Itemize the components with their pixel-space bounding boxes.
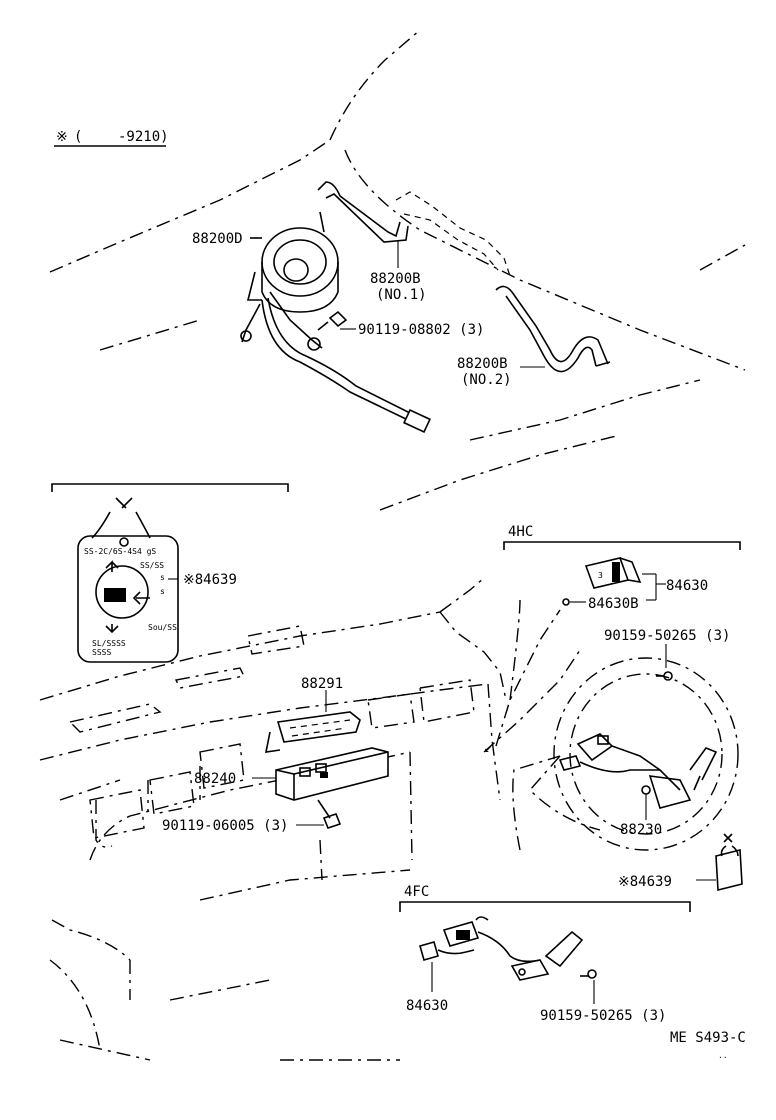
body-outline-top [49, 29, 746, 511]
svg-text:SS-2C/6S-4S4 gS: SS-2C/6S-4S4 gS [84, 547, 156, 556]
svg-text:s: s [160, 573, 165, 582]
label-88200b-no1-sub: (NO.1) [376, 287, 427, 303]
screw-90159-50265-top: 90159-50265 (3) [604, 628, 730, 681]
header-note-open: ( [74, 129, 82, 145]
steering-wheel: ↙ [483, 609, 739, 851]
svg-text:..: .. [718, 1051, 728, 1060]
screw-84630b: 84630B [562, 596, 639, 612]
hose-88200b-no1: 88200B (NO.1) [317, 181, 511, 303]
screw-90159-50265-bottom: 90159-50265 (3) [540, 969, 666, 1024]
header-note-symbol: ※ [56, 129, 68, 145]
label-88200b-no2-sub: (NO.2) [461, 372, 512, 388]
section-4hc: 4HC [503, 524, 741, 550]
label-88200d: 88200D [192, 231, 243, 247]
label-bolt-90119-08802: 90119-08802 (3) [358, 322, 484, 338]
label-88240: 88240 [194, 771, 236, 787]
label-84630b: 84630B [588, 596, 639, 612]
svg-text:SSSS: SSSS [92, 648, 111, 657]
caution-tag-84639-top: SS-2C/6S-4S4 gS SS/SS s s Sou/SS SL/SSSS… [51, 483, 289, 663]
svg-text:SL/SSSS: SL/SSSS [92, 639, 126, 648]
label-bolt-90119-06005: 90119-06005 (3) [162, 818, 288, 834]
label-tag-84639-bottom: ※84639 [618, 874, 672, 890]
caution-tag-84639-bottom: ※84639 [618, 833, 743, 892]
label-section-4fc: 4FC [404, 884, 429, 900]
harness-88230: 88230 [558, 733, 718, 838]
label-screw-90159-50265-bottom: 90159-50265 (3) [540, 1008, 666, 1024]
svg-text:3: 3 [598, 571, 603, 580]
bolt-90119-08802: 90119-08802 (3) [317, 310, 484, 338]
header-note: ※ ( -9210) [54, 129, 169, 147]
svg-text:s: s [160, 587, 165, 596]
header-note-code: -9210) [118, 129, 169, 145]
label-screw-90159-50265-top: 90159-50265 (3) [604, 628, 730, 644]
label-88200b-no2: 88200B [457, 356, 508, 372]
bracket-88291: 88291 [264, 676, 361, 753]
switch-84630-bottom: 84630 [406, 916, 584, 1014]
label-84630-top: 84630 [666, 578, 708, 594]
label-88291: 88291 [301, 676, 343, 692]
bolt-90119-06005: 90119-06005 (3) [162, 799, 342, 834]
label-88200b-no1: 88200B [370, 271, 421, 287]
label-section-4hc: 4HC [508, 524, 533, 540]
label-84630-bottom: 84630 [406, 998, 448, 1014]
svg-text:Sou/SS: Sou/SS [148, 623, 177, 632]
hose-88200b-no2: 88200B (NO.2) [457, 285, 611, 388]
arrow-icon: ↙ [484, 740, 492, 756]
dashboard-outline [39, 577, 521, 1061]
svg-text:SS/SS: SS/SS [140, 561, 164, 570]
actuator-88200d: 88200D [192, 211, 431, 434]
label-tag-84639-top: ※84639 [183, 572, 237, 588]
switch-84630-top: 3 84630 [584, 557, 708, 601]
computer-88240: 88240 [194, 747, 389, 801]
section-4fc: 4FC [399, 884, 691, 912]
page-code: ME S493-C [670, 1030, 746, 1046]
label-88230: 88230 [620, 822, 662, 838]
